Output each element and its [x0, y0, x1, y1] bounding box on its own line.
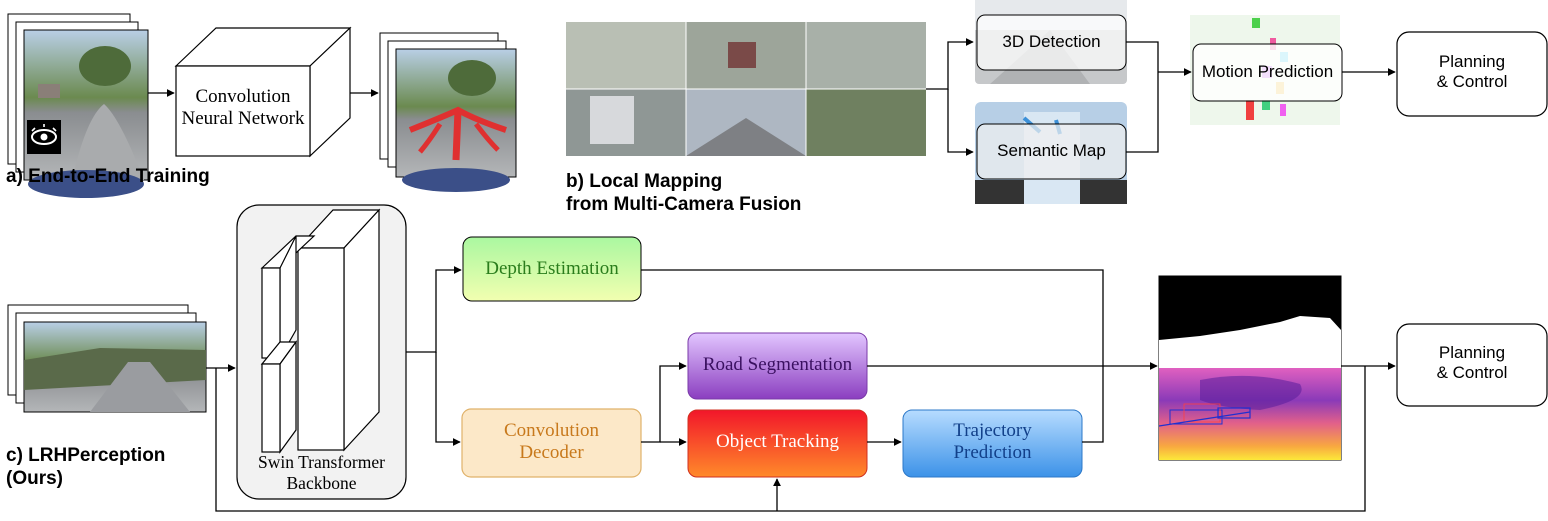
tracking-box — [687, 409, 868, 478]
planning-box-c — [1396, 323, 1548, 407]
trajectory-box — [902, 409, 1083, 478]
multi-camera-grid — [566, 22, 926, 156]
planning-label-b: Planning & Control — [1436, 52, 1508, 92]
depth-label: Depth Estimation — [485, 258, 619, 279]
decoder-box — [461, 408, 642, 478]
planning-label-c: Planning & Control — [1436, 343, 1508, 383]
panel-b-arrows — [926, 38, 1396, 156]
backbone-label: Swin Transformer Backbone — [258, 452, 385, 493]
panel-c-arrows — [206, 266, 1396, 512]
decoder-label: Convolution Decoder — [503, 420, 599, 464]
depth-box — [462, 236, 642, 302]
cnn-label: Convolution Neural Network — [181, 86, 305, 130]
planning-box-b — [1396, 31, 1548, 117]
caption-b: b) Local Mapping from Multi-Camera Fusio… — [566, 171, 802, 216]
tracking-label: Object Tracking — [716, 431, 839, 452]
cnn-cube — [174, 26, 352, 158]
motion-label: Motion Prediction — [1201, 62, 1334, 81]
backbone-blocks — [260, 208, 381, 454]
caption-c: c) LRHPerception (Ours) — [6, 445, 166, 490]
road-label: Road Segmentation — [702, 354, 853, 375]
caption-a: a) End-to-End Training — [6, 166, 210, 187]
detection-label: 3D Detection — [1002, 32, 1101, 51]
input-image-stack-c — [7, 304, 207, 413]
output-image-stack-a — [379, 32, 517, 192]
trajectory-label: Trajectory Prediction — [953, 420, 1032, 464]
output-visualization — [1158, 275, 1342, 461]
semantic-map-label: Semantic Map — [997, 141, 1106, 160]
eye-icon — [27, 120, 61, 154]
